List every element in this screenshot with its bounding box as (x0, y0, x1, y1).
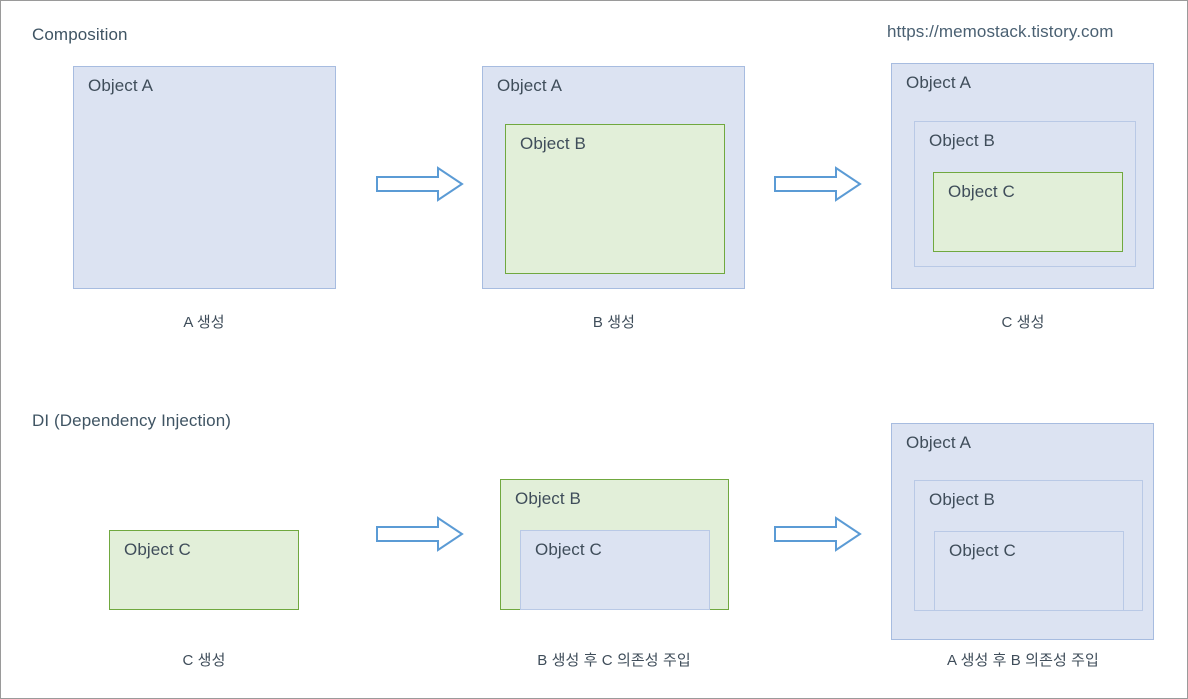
object-b-label: Object B (929, 131, 995, 150)
object-c-box-di-step2: Object C (520, 530, 710, 610)
caption-step1-di: C 생성 (182, 652, 226, 669)
caption-step3-di: A 생성 후 B 의존성 주입 (947, 652, 1099, 669)
object-a-box-step2: Object A Object B (482, 66, 745, 289)
object-a-label: Object A (88, 76, 154, 95)
object-c-box-di-step3: Object C (934, 531, 1124, 611)
caption-step1-composition: A 생성 (183, 314, 225, 331)
object-a-box-di-step3: Object A Object B Object C (891, 423, 1154, 640)
caption-step2-composition: B 생성 (592, 314, 636, 331)
arrow-right-icon (774, 516, 862, 552)
object-b-label: Object B (929, 490, 995, 509)
object-c-label: Object C (949, 541, 1016, 560)
object-b-box-step3: Object B Object C (914, 121, 1136, 267)
object-a-box-step1: Object A (73, 66, 336, 289)
object-b-box-di-step2: Object B Object C (500, 479, 729, 610)
object-b-box-step2: Object B (505, 124, 725, 274)
arrow-right-icon (376, 166, 464, 202)
object-c-box-step3: Object C (933, 172, 1123, 252)
object-a-label: Object A (497, 76, 563, 95)
object-b-label: Object B (515, 489, 581, 508)
object-a-box-step3: Object A Object B Object C (891, 63, 1154, 289)
section-title-di: DI (Dependency Injection) (32, 411, 232, 430)
object-b-box-di-step3: Object B Object C (914, 480, 1143, 611)
site-watermark: https://memostack.tistory.com (887, 22, 1114, 41)
object-c-label: Object C (124, 540, 191, 559)
object-c-box-di-step1: Object C (109, 530, 299, 610)
object-c-label: Object C (948, 182, 1015, 201)
object-b-label: Object B (520, 134, 586, 153)
object-a-label: Object A (906, 73, 972, 92)
arrow-right-icon (376, 516, 464, 552)
caption-step2-di: B 생성 후 C 의존성 주입 (537, 652, 691, 669)
caption-step3-composition: C 생성 (1001, 314, 1045, 331)
section-title-composition: Composition (32, 25, 128, 44)
arrow-right-icon (774, 166, 862, 202)
object-a-label: Object A (906, 433, 972, 452)
object-c-label: Object C (535, 540, 602, 559)
